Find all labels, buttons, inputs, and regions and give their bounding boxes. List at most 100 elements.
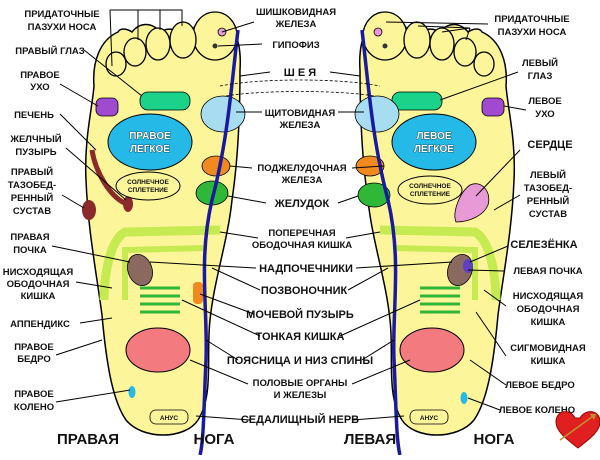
label-desc-colon-right-1: НИСХОДЯЩАЯ [3,267,74,278]
left-solar-label-1: СОЛНЕЧНОЕ [409,183,451,190]
right-toe-5 [105,51,127,77]
left-anus-zone [409,409,449,425]
right-solar-label-1: СОЛНЕЧНОЕ [127,179,169,186]
label-sinuses-right-2: ПАЗУХИ НОСА [28,22,97,33]
left-stomach-zone [357,182,391,208]
label-sinuses-left-2: ПАЗУХИ НОСА [498,27,567,38]
left-lung-label: ЛЕВОЕ [416,131,451,142]
label-left-knee: ЛЕВОЕ КОЛЕНО [499,405,575,416]
left-toe-3 [429,27,455,61]
left-colon-lower [394,245,478,300]
label-liver: ПЕЧЕНЬ [14,110,54,121]
left-ear-zone [481,97,505,117]
label-genitals-1: ПОЛОВЫЕ ОРГАНЫ [253,378,348,389]
label-small-intestine: ТОНКАЯ КИШКА [256,331,345,343]
label-left-hip-2: ТАЗОБЕД- [524,183,572,194]
right-pancreas-zone [201,155,231,177]
label-right-hip-1: ПРАВЫЙ [11,166,53,178]
right-spine-line [198,29,240,456]
label-right-kidney-2: ПОЧКА [13,245,47,256]
left-anus-label: АНУС [420,415,438,422]
right-lung-zone [107,113,193,171]
label-sciatic: СЕДАЛИЩНЫЙ НЕРВ [241,413,359,426]
label-genitals-2: И ЖЕЛЕЗЫ [274,390,327,401]
labels-center-group: ШИШКОВИДНАЯ ЖЕЛЕЗА ГИПОФИЗ Ш Е Я ЩИТОВИД… [227,7,374,426]
right-ear-zone [95,97,119,117]
label-left-eye-2: ГЛАЗ [528,71,553,82]
left-lung-label-2: ЛЕГКОЕ [414,144,454,155]
label-pineal-2: ЖЕЛЕЗА [275,19,317,30]
label-bladder: МОЧЕВОЙ ПУЗЫРЬ [246,308,354,321]
label-sigmoid-1: СИГМОВИДНАЯ [510,343,586,354]
label-right-thigh-2: БЕДРО [17,354,51,365]
left-foot: ЛЕВОЕ ЛЕГКОЕ СОЛНЕЧНОЕ СПЛЕТЕНИЕ АНУС [354,11,516,456]
label-right-ear-2: УХО [30,82,49,93]
label-right-knee-1: ПРАВОЕ [14,389,54,400]
label-desc-colon-right-3: КИШКА [21,291,56,302]
label-left-hip-3: РЕННЫЙ [527,195,570,207]
footer-leg-word-2: НОГА [474,431,515,448]
label-desc-colon-left-1: НИСХОДЯЩАЯ [513,291,584,302]
labels-left-group: ПРИДАТОЧНЫЕ ПАЗУХИ НОСА ПРАВЫЙ ГЛАЗ ПРАВ… [3,9,100,413]
left-toe-2 [403,21,431,59]
right-transverse-colon [99,225,221,301]
label-desc-colon-left-2: ОБОДОЧНАЯ [517,304,580,315]
label-lumbar: ПОЯСНИЦА И НИЗ СПИНЫ [227,355,374,367]
right-anus-label: АНУС [160,415,178,422]
right-solar-label-2: СПЛЕТЕНИЕ [128,187,169,194]
label-left-ear-1: ЛЕВОЕ [528,96,561,107]
label-spine: ПОЗВОНОЧНИК [261,285,348,297]
label-gallbladder-2: ПУЗЫРЬ [15,147,56,158]
footer-leg-word-1: НОГА [194,431,235,448]
label-transverse-1: ПОПЕРЕЧНАЯ [268,228,335,239]
left-toe-5 [473,51,495,77]
label-heart: СЕРДЦЕ [527,139,572,151]
footer-right-word: ПРАВАЯ [57,431,119,448]
left-spine-line [360,29,402,456]
neck-dashed-lines [219,79,381,97]
left-pineal-dot [373,27,383,37]
left-toe-4 [453,37,477,67]
left-transverse-colon [379,225,501,301]
left-lung-zone [391,113,477,171]
left-spleen-zone [463,259,473,273]
label-pancreas-1: ПОДЖЕЛУДОЧНАЯ [257,163,346,174]
label-pituitary: ГИПОФИЗ [272,40,319,51]
left-knee-zone [460,392,468,404]
right-anus-zone [149,409,189,425]
heart-logo [555,411,600,449]
label-left-kidney: ЛЕВАЯ ПОЧКА [513,266,582,277]
left-solar-plexus-zone [397,175,463,205]
label-neck: Ш Е Я [284,67,317,79]
label-appendix: АППЕНДИКС [10,319,70,330]
label-desc-colon-left-3: КИШКА [531,317,566,328]
labels-right-group: ПРИДАТОЧНЫЕ ПАЗУХИ НОСА ЛЕВЫЙ ГЛАЗ ЛЕВОЕ… [494,14,586,416]
label-right-hip-4: СУСТАВ [13,206,51,217]
right-genitals-zone [125,327,191,373]
label-left-thigh: ЛЕВОЕ БЕДРО [505,380,575,391]
right-small-intestine [140,286,180,314]
left-eye-zone [391,91,443,111]
label-left-ear-2: УХО [535,109,554,120]
right-thyroid-zone [200,95,246,133]
label-pancreas-2: ЖЕЛЕЗА [281,175,323,186]
right-pituitary-dot [212,43,218,49]
label-right-eye: ПРАВЫЙ ГЛАЗ [15,45,84,57]
label-sinuses-right-1: ПРИДАТОЧНЫЕ [24,9,99,20]
label-thyroid-1: ЩИТОВИДНАЯ [265,108,336,119]
right-solar-plexus-zone [115,171,181,201]
label-adrenals: НАДПОЧЕЧНИКИ [259,263,353,275]
right-knee-zone [128,386,136,398]
right-hip-zone [82,200,96,220]
left-pituitary-dot [382,43,388,49]
label-transverse-2: ОБОДОЧНАЯ КИШКА [252,240,352,251]
label-right-hip-2: ТАЗОБЕД- [8,180,56,191]
label-left-hip-1: ЛЕВЫЙ [530,169,566,181]
right-eye-zone [139,91,191,111]
label-thyroid-2: ЖЕЛЕЗА [279,120,321,131]
left-solar-label-2: СПЛЕТЕНИЕ [410,191,451,198]
right-appendix-zone [193,282,203,304]
label-sinuses-left-1: ПРИДАТОЧНЫЕ [494,14,569,25]
leader-lines-center [149,21,453,421]
